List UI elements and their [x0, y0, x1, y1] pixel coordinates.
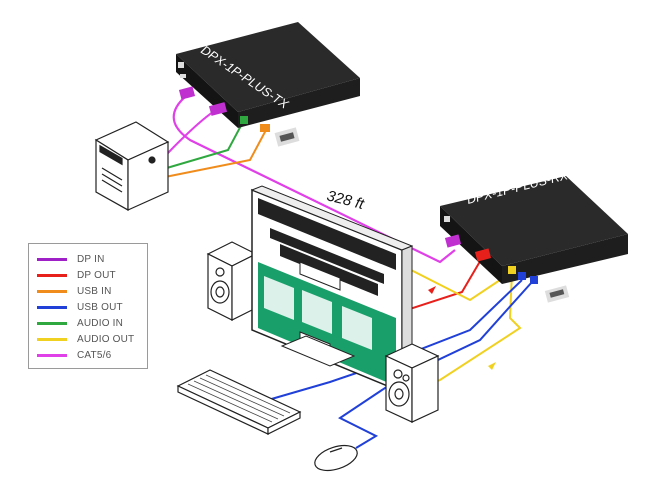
legend-label: AUDIO IN [77, 317, 124, 329]
cable-legend: DP IN DP OUT USB IN USB OUT AUDIO IN AUD… [28, 243, 148, 369]
legend-label: USB IN [77, 285, 112, 297]
legend-swatch [37, 273, 67, 277]
mouse [314, 444, 358, 472]
tx-audio-connector [240, 116, 248, 124]
right-speaker [384, 343, 440, 423]
legend-item-cat56: CAT5/6 [37, 348, 111, 362]
rx-usb-connector-2 [530, 276, 538, 284]
legend-item-dp-in: DP IN [37, 252, 105, 266]
rx-audio-connector [508, 266, 516, 274]
legend-swatch [37, 289, 67, 293]
cat56-cable [172, 95, 456, 264]
legend-item-usb-out: USB OUT [37, 300, 123, 314]
legend-swatch [37, 321, 67, 325]
pc-tower [94, 121, 170, 212]
usb-out-cable-2 [338, 281, 533, 449]
legend-swatch [37, 257, 67, 261]
legend-label: AUDIO OUT [77, 333, 135, 345]
legend-label: DP IN [77, 253, 105, 265]
tx-cat-connector [178, 86, 196, 100]
rx-cat-connector [444, 234, 462, 248]
tx-dp-connector [208, 102, 228, 116]
audio-in-cable [159, 119, 245, 171]
legend-item-audio-out: AUDIO OUT [37, 332, 134, 346]
rx-usb-connector-1 [518, 272, 526, 280]
legend-label: USB OUT [77, 301, 123, 313]
tx-usb-connector [260, 124, 270, 132]
legend-label: DP OUT [77, 269, 116, 281]
usb-in-cable [159, 129, 267, 179]
rx-dp-connector [474, 248, 492, 262]
left-speaker [206, 241, 258, 321]
monitor [250, 185, 414, 394]
legend-item-usb-in: USB IN [37, 284, 112, 298]
keyboard [176, 369, 302, 435]
legend-swatch [37, 353, 67, 357]
legend-item-audio-in: AUDIO IN [37, 316, 123, 330]
legend-item-dp-out: DP OUT [37, 268, 116, 282]
legend-swatch [37, 305, 67, 309]
legend-swatch [37, 337, 67, 341]
legend-label: CAT5/6 [77, 349, 112, 361]
